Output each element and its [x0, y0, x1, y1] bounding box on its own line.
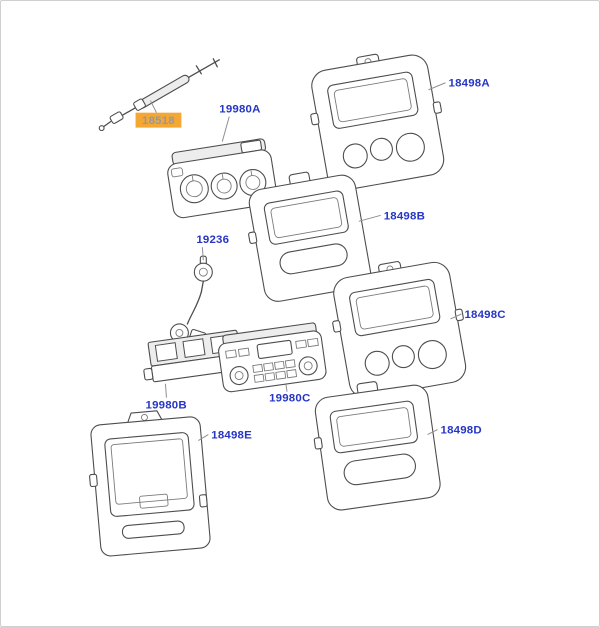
part-number-text: 18518: [142, 115, 175, 127]
part-label-19980C[interactable]: 19980C: [269, 384, 310, 405]
part-label-18498A[interactable]: 18498A: [428, 78, 490, 91]
part-18498D-drawing: [313, 381, 441, 511]
leader-line: [428, 82, 446, 91]
part-label-18498B[interactable]: 18498B: [358, 210, 425, 222]
part-number-text: 18498C: [464, 309, 505, 321]
part-number-text: 19980B: [146, 400, 187, 412]
leader-line: [221, 116, 230, 142]
part-number-text: 19980A: [219, 104, 260, 116]
part-label-18498D[interactable]: 18498D: [427, 425, 482, 437]
highlight-box: [135, 112, 182, 128]
part-18498E-drawing: [89, 410, 211, 557]
part-number-text: 18498E: [211, 430, 252, 442]
leader-line: [198, 434, 209, 442]
part-19236-drawing: [169, 255, 213, 347]
leader-line: [150, 100, 157, 113]
part-label-19236[interactable]: 19236: [196, 234, 229, 261]
part-18518-drawing: [98, 58, 220, 132]
leader-line: [358, 214, 381, 222]
part-label-18518[interactable]: 18518: [135, 100, 182, 128]
part-number-text: 18498D: [441, 425, 482, 437]
part-18498B-drawing: [248, 171, 372, 302]
part-18498C-drawing: [332, 261, 467, 399]
part-label-19980B[interactable]: 19980B: [146, 383, 187, 412]
part-19980C-drawing: [218, 322, 327, 393]
leader-line: [427, 429, 438, 436]
leader-line: [450, 313, 462, 320]
leader-line: [164, 383, 167, 398]
leader-line: [285, 384, 288, 392]
part-18498A-drawing: [310, 53, 445, 191]
part-number-text: 18498A: [449, 78, 490, 90]
part-number-text: 19236: [196, 234, 229, 246]
part-label-19980A[interactable]: 19980A: [219, 104, 260, 142]
part-number-text: 18498B: [384, 210, 425, 222]
part-label-18498C[interactable]: 18498C: [450, 309, 506, 321]
part-label-18498E[interactable]: 18498E: [198, 430, 252, 442]
leader-line: [201, 247, 204, 261]
part-number-text: 19980C: [269, 393, 310, 405]
